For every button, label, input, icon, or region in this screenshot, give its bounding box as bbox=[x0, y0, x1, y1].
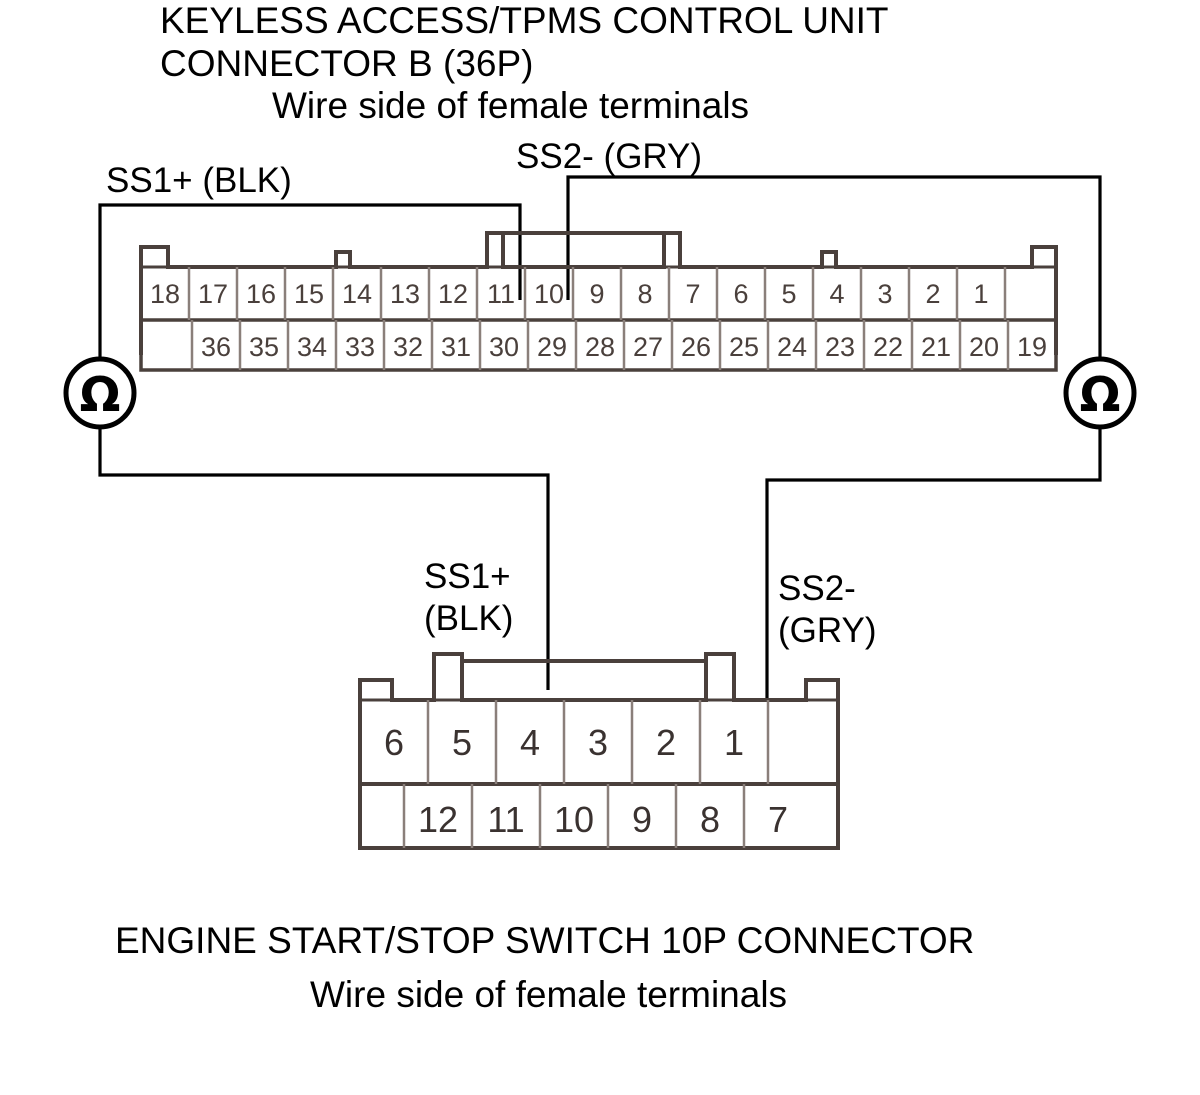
pin-20: 20 bbox=[969, 332, 999, 362]
wire-ss2-top-path bbox=[566, 175, 1102, 362]
connector-36p: 18 17 16 15 14 13 12 11 10 9 8 7 6 5 4 3… bbox=[139, 231, 1058, 372]
pin-6: 6 bbox=[733, 279, 748, 309]
pin10p-7: 7 bbox=[768, 799, 788, 840]
pin-27: 27 bbox=[633, 332, 663, 362]
connector-36p-bottom-row-box bbox=[139, 318, 1058, 372]
connector-10p-top-dividers bbox=[426, 700, 770, 784]
pin10p-8: 8 bbox=[700, 799, 720, 840]
pin-7: 7 bbox=[685, 279, 700, 309]
pin-21: 21 bbox=[921, 332, 951, 362]
pin-11: 11 bbox=[487, 279, 515, 309]
ohmmeter-left[interactable]: Ω bbox=[63, 356, 137, 430]
pin-26: 26 bbox=[681, 332, 711, 362]
pin10p-3: 3 bbox=[588, 722, 608, 763]
wire-ss1-bottom-path bbox=[98, 425, 550, 690]
connector-10p-bottom-pin-labels: 12 11 10 9 8 7 bbox=[418, 799, 788, 840]
connector-36p-top-dividers bbox=[187, 267, 1007, 320]
pin10p-9: 9 bbox=[632, 799, 652, 840]
connector-10p: 6 5 4 3 2 1 12 11 10 9 8 7 bbox=[358, 652, 840, 850]
pin-15: 15 bbox=[294, 279, 324, 309]
connector-36p-bottom-dividers bbox=[190, 320, 1010, 370]
top-connector-title-line1: KEYLESS ACCESS/TPMS CONTROL UNIT bbox=[160, 0, 889, 41]
wire-label-ss2-bottom-line1: SS2- bbox=[778, 569, 856, 608]
pin10p-6: 6 bbox=[384, 722, 404, 763]
wire-label-ss2-top: SS2- (GRY) bbox=[516, 137, 702, 176]
pin10p-2: 2 bbox=[656, 722, 676, 763]
pin-14: 14 bbox=[342, 279, 372, 309]
omega-icon-right: Ω bbox=[1080, 367, 1121, 423]
connector-36p-bottom-pin-labels: 36 35 34 33 32 31 30 29 28 27 26 25 24 2… bbox=[201, 332, 1047, 362]
pin-25: 25 bbox=[729, 332, 759, 362]
wire-label-ss1-bottom-line2: (BLK) bbox=[424, 599, 513, 638]
top-connector-subtitle: Wire side of female terminals bbox=[272, 85, 749, 126]
connector-10p-bottom-row-box bbox=[358, 782, 840, 850]
pin-35: 35 bbox=[249, 332, 279, 362]
pin-22: 22 bbox=[873, 332, 903, 362]
ohmmeter-left-circle bbox=[63, 356, 137, 430]
wire-label-ss2-bottom-line2: (GRY) bbox=[778, 611, 877, 650]
pin-34: 34 bbox=[297, 332, 327, 362]
omega-icon-left: Ω bbox=[80, 367, 121, 423]
pin-10: 10 bbox=[534, 279, 564, 309]
pin-9: 9 bbox=[589, 279, 604, 309]
connector-36p-top-pin-labels: 18 17 16 15 14 13 12 11 10 9 8 7 6 5 4 3… bbox=[150, 279, 989, 309]
pin-2: 2 bbox=[925, 279, 940, 309]
bottom-connector-subtitle: Wire side of female terminals bbox=[310, 974, 787, 1015]
pin10p-1: 1 bbox=[724, 722, 744, 763]
pin10p-10: 10 bbox=[554, 799, 594, 840]
pin10p-11: 11 bbox=[487, 799, 524, 840]
pin10p-5: 5 bbox=[452, 722, 472, 763]
bottom-connector-title: ENGINE START/STOP SWITCH 10P CONNECTOR bbox=[115, 920, 974, 961]
pin-17: 17 bbox=[198, 279, 228, 309]
pin-28: 28 bbox=[585, 332, 615, 362]
pin-36: 36 bbox=[201, 332, 231, 362]
wire-label-ss1-top: SS1+ (BLK) bbox=[106, 161, 292, 200]
pin-5: 5 bbox=[781, 279, 796, 309]
top-connector-title-line2: CONNECTOR B (36P) bbox=[160, 43, 534, 84]
pin-8: 8 bbox=[637, 279, 652, 309]
pin10p-12: 12 bbox=[418, 799, 458, 840]
pin-33: 33 bbox=[345, 332, 375, 362]
connector-10p-bottom-dividers bbox=[402, 784, 746, 848]
pin-29: 29 bbox=[537, 332, 567, 362]
pin-24: 24 bbox=[777, 332, 807, 362]
pin-4: 4 bbox=[829, 279, 844, 309]
pin-23: 23 bbox=[825, 332, 855, 362]
wire-ss1-top-path bbox=[98, 203, 522, 362]
pin-16: 16 bbox=[246, 279, 276, 309]
pin-31: 31 bbox=[441, 332, 471, 362]
wire-label-ss1-bottom-line1: SS1+ bbox=[424, 557, 511, 596]
connector-10p-top-pin-labels: 6 5 4 3 2 1 bbox=[384, 722, 744, 763]
pin-12: 12 bbox=[438, 279, 468, 309]
pin-30: 30 bbox=[489, 332, 519, 362]
pin10p-4: 4 bbox=[520, 722, 540, 763]
ohmmeter-right-circle bbox=[1063, 356, 1137, 430]
pin-1: 1 bbox=[973, 279, 988, 309]
ohmmeter-right[interactable]: Ω bbox=[1063, 356, 1137, 430]
pin-19: 19 bbox=[1017, 332, 1047, 362]
wire-ss2-bottom-path bbox=[765, 425, 1102, 700]
pin-32: 32 bbox=[393, 332, 423, 362]
pin-13: 13 bbox=[390, 279, 420, 309]
pin-18: 18 bbox=[150, 279, 180, 309]
pin-3: 3 bbox=[877, 279, 892, 309]
